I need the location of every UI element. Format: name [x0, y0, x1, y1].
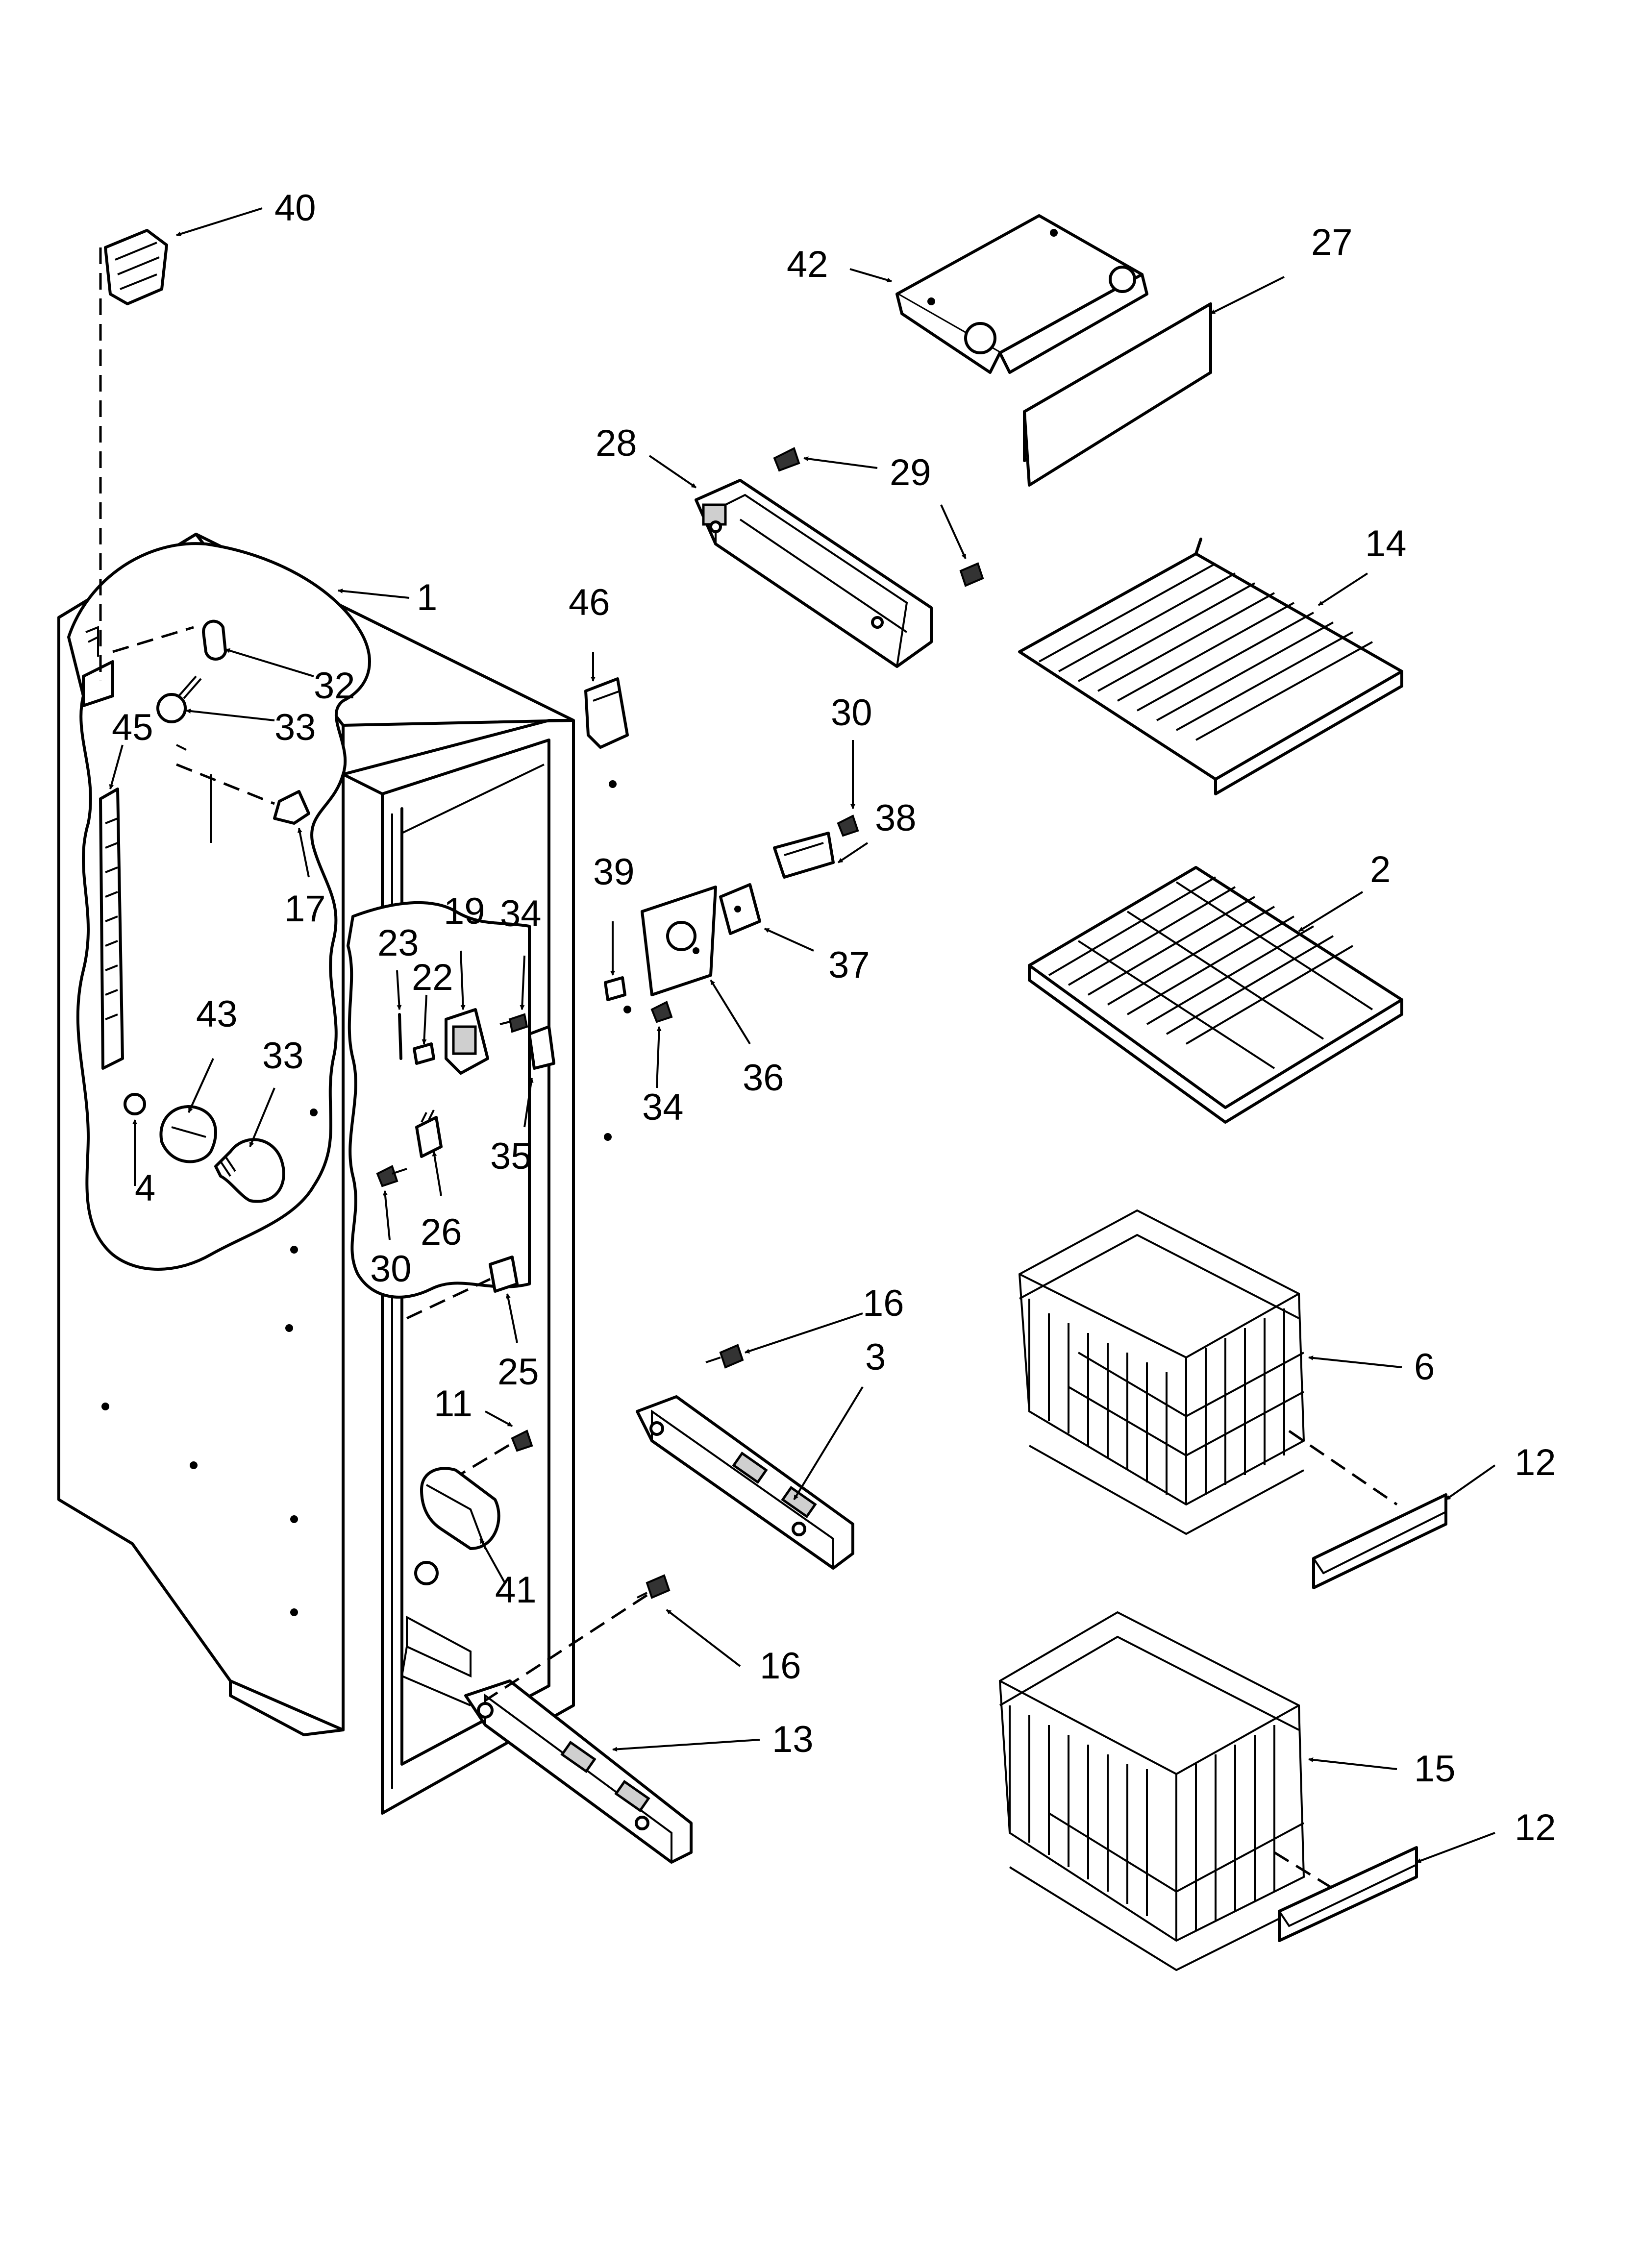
callout-29: 29 [890, 452, 931, 493]
callout-30a: 30 [831, 692, 872, 734]
callout-12a: 12 [1515, 1442, 1556, 1483]
control-parts [376, 1008, 555, 1550]
callout-42: 42 [787, 244, 828, 285]
callout-40: 40 [274, 187, 316, 229]
part-40-vent [104, 229, 168, 305]
light-assembly [82, 247, 310, 1203]
callout-43: 43 [196, 993, 238, 1035]
callout-34a: 34 [500, 893, 542, 935]
callout-16a: 16 [863, 1282, 904, 1324]
callout-19: 19 [444, 890, 485, 932]
callout-34b: 34 [642, 1086, 684, 1128]
callout-41: 41 [495, 1569, 537, 1611]
part-29-screws [773, 447, 984, 587]
callout-15: 15 [1414, 1748, 1456, 1790]
callout-6: 6 [1414, 1346, 1435, 1388]
callout-16b: 16 [760, 1645, 801, 1687]
callout-32: 32 [314, 665, 355, 707]
part-13-rail [464, 1679, 693, 1864]
part-27-panel [1023, 302, 1212, 487]
part-36-plate [641, 886, 717, 996]
part-12-trims [1273, 1430, 1447, 1942]
callout-45: 45 [112, 707, 153, 748]
part-39-plug [604, 976, 626, 1001]
part-28-bracket [695, 479, 933, 668]
part-37-bracket [719, 883, 761, 935]
callout-2: 2 [1370, 849, 1391, 890]
part-34-screw [650, 1001, 673, 1023]
callout-11: 11 [434, 1383, 472, 1425]
part-6-basket [1018, 1209, 1305, 1535]
callout-27: 27 [1311, 222, 1353, 263]
callout-12b: 12 [1515, 1807, 1556, 1849]
callout-3: 3 [865, 1336, 886, 1378]
callout-22: 22 [412, 957, 453, 998]
callout-38: 38 [875, 797, 917, 839]
callout-13: 13 [772, 1719, 814, 1760]
part-2-shelf [1028, 866, 1403, 1124]
callout-labels: 40 42 27 28 29 14 1 46 32 33 45 30 38 17… [112, 187, 1556, 1849]
callout-26: 26 [421, 1211, 462, 1253]
callout-25: 25 [497, 1351, 539, 1393]
callout-46: 46 [569, 582, 610, 623]
part-15-basket [998, 1611, 1305, 1972]
callout-4: 4 [135, 1167, 155, 1209]
part-42-hinge [895, 214, 1148, 374]
part-46 [584, 677, 629, 749]
callout-30b: 30 [370, 1248, 412, 1290]
callout-33b: 33 [262, 1035, 304, 1077]
callout-37: 37 [828, 944, 870, 986]
callout-17: 17 [284, 888, 326, 930]
callout-36: 36 [743, 1057, 784, 1099]
callout-23: 23 [377, 922, 419, 964]
callout-14: 14 [1365, 523, 1407, 565]
leader-arrows [109, 207, 1496, 1863]
part-3-rail [636, 1395, 854, 1570]
callout-1: 1 [417, 577, 437, 618]
callout-33a: 33 [274, 707, 316, 748]
part-38-board [773, 814, 859, 879]
part-14-shelf [1018, 538, 1403, 795]
cabinet-liner [57, 533, 631, 1815]
callout-28: 28 [596, 422, 637, 464]
part-16-screws [484, 1344, 744, 1702]
callout-35: 35 [490, 1135, 532, 1177]
callout-39: 39 [593, 851, 635, 893]
